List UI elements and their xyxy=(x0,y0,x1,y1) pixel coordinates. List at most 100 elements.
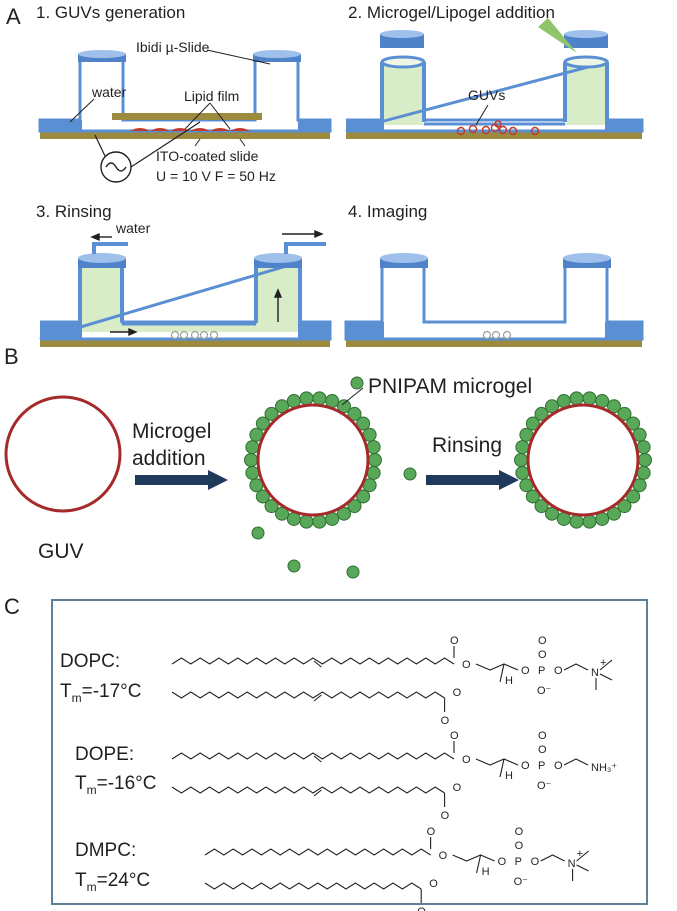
microgel-line1: Microgel xyxy=(132,420,211,443)
guvs-label: GUVs xyxy=(468,87,505,103)
arrow-up-icon xyxy=(273,288,283,298)
microgel-label: PNIPAM microgel xyxy=(368,375,532,398)
rinsed-microgel-guv xyxy=(514,391,652,529)
dmpc-name: DMPC: xyxy=(75,840,136,861)
guv-label: GUV xyxy=(38,540,84,563)
arrow-right-icon xyxy=(135,470,228,490)
microgel-particle xyxy=(264,499,279,514)
lipid-film-shape xyxy=(130,128,250,131)
voltage-label: U = 10 V F = 50 Hz xyxy=(156,168,276,184)
rinsing-label: Rinsing xyxy=(432,434,502,457)
microgel-particle xyxy=(638,453,652,467)
svg-text:H: H xyxy=(482,866,490,878)
svg-text:O: O xyxy=(462,754,471,766)
svg-text:O: O xyxy=(450,730,459,742)
panel-b-letter: B xyxy=(4,344,19,369)
microgel-particle xyxy=(368,453,382,467)
microgel-particle xyxy=(515,440,530,455)
ito-label: ITO-coated slide xyxy=(156,148,259,164)
step1-device xyxy=(38,49,332,183)
svg-text:O: O xyxy=(515,840,524,852)
svg-text:H: H xyxy=(505,675,513,687)
panel-c-letter: C xyxy=(4,594,20,619)
microgel-particle xyxy=(569,391,584,406)
lipid-film-label: Lipid film xyxy=(184,88,239,104)
svg-text:+: + xyxy=(600,657,606,669)
svg-text:O: O xyxy=(521,760,530,772)
svg-text:O⁻: O⁻ xyxy=(537,685,552,697)
svg-text:P: P xyxy=(538,665,545,677)
bare-guv xyxy=(4,395,122,513)
svg-text:O: O xyxy=(538,730,547,742)
microgel-particle xyxy=(636,440,651,455)
lipid-structures-box xyxy=(51,599,648,905)
svg-text:O⁻: O⁻ xyxy=(514,876,529,888)
svg-text:O: O xyxy=(554,665,563,677)
svg-text:O: O xyxy=(531,856,540,868)
microgel-particle xyxy=(245,465,260,480)
svg-text:O: O xyxy=(439,850,448,862)
svg-text:O⁻: O⁻ xyxy=(537,780,552,792)
svg-text:O: O xyxy=(515,826,524,838)
microgel-particle xyxy=(626,489,641,504)
svg-text:O: O xyxy=(441,810,450,822)
svg-text:O: O xyxy=(417,906,426,911)
microgel-leader xyxy=(341,387,364,406)
microgel-particle xyxy=(356,416,371,431)
microgel-particle xyxy=(312,514,327,529)
dope-name: DOPE: xyxy=(75,744,134,765)
microgel-particle xyxy=(244,453,258,467)
svg-text:+: + xyxy=(577,848,583,860)
microgel-particle xyxy=(569,514,584,529)
microgel-particle xyxy=(255,416,270,431)
microgel-particle xyxy=(514,453,528,467)
dopc-name: DOPC: xyxy=(60,651,120,672)
rinse-water-label: water xyxy=(115,220,151,236)
microgel-particle xyxy=(582,514,597,529)
microgel-particle xyxy=(525,416,540,431)
dmpc-tm: Tm=24°C xyxy=(75,870,150,894)
step3-title: 3. Rinsing xyxy=(36,202,112,221)
guv-cluster xyxy=(456,120,540,136)
free-microgels xyxy=(251,376,417,579)
svg-text:O: O xyxy=(462,659,471,671)
microgel-particle xyxy=(534,406,549,421)
arrow-right-icon xyxy=(314,229,324,239)
arrow-right-icon xyxy=(128,327,138,337)
svg-text:P: P xyxy=(538,760,545,772)
svg-text:P: P xyxy=(515,856,522,868)
microgel-particle xyxy=(356,489,371,504)
panel-a-letter: A xyxy=(6,4,21,29)
microgel-particle xyxy=(525,489,540,504)
svg-text:O: O xyxy=(554,760,563,772)
svg-text:O: O xyxy=(453,782,462,794)
microgel-particle xyxy=(626,416,641,431)
dope-tm: Tm=-16°C xyxy=(75,773,157,797)
svg-text:H: H xyxy=(505,770,513,782)
step4-device xyxy=(344,253,644,347)
microgel-particle xyxy=(617,406,632,421)
microgel-particle xyxy=(515,465,530,480)
svg-text:O: O xyxy=(450,635,459,647)
svg-text:N: N xyxy=(591,667,599,679)
svg-text:O: O xyxy=(427,826,436,838)
arrow-left-icon xyxy=(90,232,100,242)
microgel-particle xyxy=(582,391,597,406)
step4-title: 4. Imaging xyxy=(348,202,427,221)
microgel-particle xyxy=(245,440,260,455)
microgel-particle xyxy=(534,499,549,514)
svg-text:N: N xyxy=(568,858,576,870)
svg-text:O: O xyxy=(498,856,507,868)
microgel-particle xyxy=(366,465,381,480)
ibidi-label: Ibidi µ-Slide xyxy=(136,39,210,55)
microgel-line2: addition xyxy=(132,447,206,470)
svg-text:O: O xyxy=(441,715,450,727)
svg-text:O: O xyxy=(538,649,547,661)
microgel-particle xyxy=(636,465,651,480)
microgel-particle xyxy=(617,499,632,514)
step2-title: 2. Microgel/Lipogel addition xyxy=(348,3,555,22)
microgel-particle xyxy=(347,406,362,421)
